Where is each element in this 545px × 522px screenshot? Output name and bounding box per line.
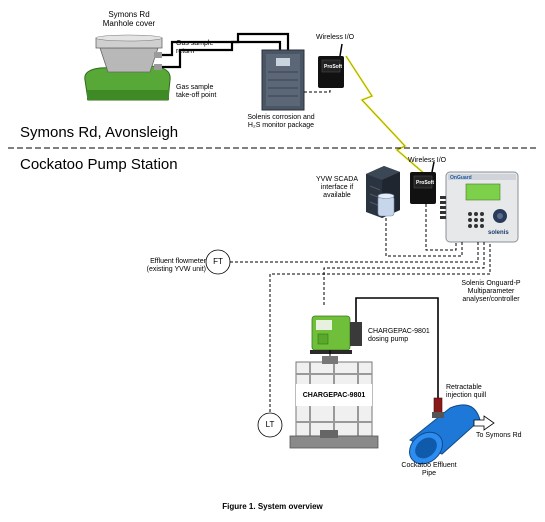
- signal-lines: [230, 204, 491, 412]
- gas-return-line1: Gas sample: [176, 40, 214, 47]
- top-section-title: Symons Rd, Avonsleigh: [20, 124, 179, 141]
- quill-label: Retractable injection quill: [446, 384, 486, 400]
- onguard-line3: analyser/controller: [462, 296, 520, 303]
- flowmeter-line1: Effluent flowmeter: [150, 258, 206, 265]
- gas-takeoff-label: Gas sample take-off point: [176, 84, 216, 100]
- ft-symbol-label: FT: [213, 257, 223, 266]
- pump-line2: dosing pump: [368, 336, 409, 343]
- monitor-label: Solenis corrosion and H₂S monitor packag…: [236, 114, 326, 130]
- prosoft-brand-top: ProSoft: [324, 64, 343, 70]
- ibc-tank: [289, 356, 379, 449]
- onguard-brand: OnGuard: [450, 175, 472, 181]
- monitor-package: [261, 49, 305, 111]
- gas-takeoff-line1: Gas sample: [176, 84, 214, 91]
- ft-symbol: [205, 249, 231, 275]
- scada-label: YVW SCADA interface if available: [314, 176, 360, 200]
- manhole-label-line2: Manhole cover: [102, 19, 156, 28]
- gas-takeoff-line2: take-off point: [176, 92, 217, 99]
- onguard-controller: [440, 171, 519, 243]
- dosing-pump: [310, 315, 362, 354]
- pump-line1: CHARGEPAC-9801: [368, 328, 430, 335]
- monitor-line1: Solenis corrosion and: [247, 114, 315, 121]
- lt-symbol: [257, 412, 283, 438]
- scada-line2: interface if: [320, 184, 354, 191]
- gas-sample-tubes: [162, 32, 290, 69]
- to-symons-arrow: [473, 415, 495, 431]
- onguard-line1: Solenis Onguard-P: [461, 280, 521, 287]
- scada-server: [366, 166, 400, 218]
- gas-return-label: Gas sample return: [176, 40, 213, 56]
- monitor-to-wireless-link: [304, 88, 331, 93]
- dosing-line: [355, 297, 439, 398]
- bottom-section-title: Cockatoo Pump Station: [20, 156, 178, 173]
- pump-label: CHARGEPAC-9801 dosing pump: [368, 328, 430, 344]
- manhole-cover: [84, 34, 171, 101]
- pipe-label: Cockatoo Effluent Pipe: [394, 462, 464, 478]
- manhole-label-line1: Symons Rd: [108, 10, 150, 19]
- effluent-pipe: [409, 404, 481, 465]
- wireless-device-top: [318, 43, 344, 88]
- manhole-label: Symons Rd Manhole cover: [94, 10, 164, 28]
- pipe-line1: Cockatoo Effluent: [401, 462, 457, 469]
- onguard-label: Solenis Onguard-P Multiparameter analyse…: [446, 280, 536, 304]
- injection-quill: [432, 397, 444, 418]
- lt-symbol-label: LT: [265, 420, 275, 429]
- wireless-top-label: Wireless I/O: [316, 34, 355, 41]
- scada-line3: available: [323, 192, 351, 199]
- quill-line2: injection quill: [446, 392, 487, 399]
- flowmeter-line2: (existing YVW unit): [146, 266, 206, 273]
- to-symons-label: To Symons Rd: [476, 432, 522, 439]
- tank-label: CHARGEPAC-9801: [302, 392, 366, 399]
- pipe-line2: Pipe: [421, 470, 436, 477]
- solenis-brand: solenis: [488, 230, 509, 236]
- onguard-line2: Multiparameter: [467, 288, 515, 295]
- prosoft-brand-bottom: ProSoft: [416, 180, 435, 186]
- gas-return-line2: return: [176, 48, 195, 55]
- monitor-line2: H₂S monitor package: [247, 122, 315, 129]
- quill-line1: Retractable: [446, 384, 482, 391]
- wireless-bottom-label: Wireless I/O: [408, 157, 447, 164]
- figure-caption: Figure 1. System overview: [222, 502, 323, 511]
- flowmeter-label: Effluent flowmeter (existing YVW unit): [142, 258, 206, 274]
- scada-line1: YVW SCADA: [315, 176, 358, 183]
- wireless-device-bottom: [410, 161, 436, 204]
